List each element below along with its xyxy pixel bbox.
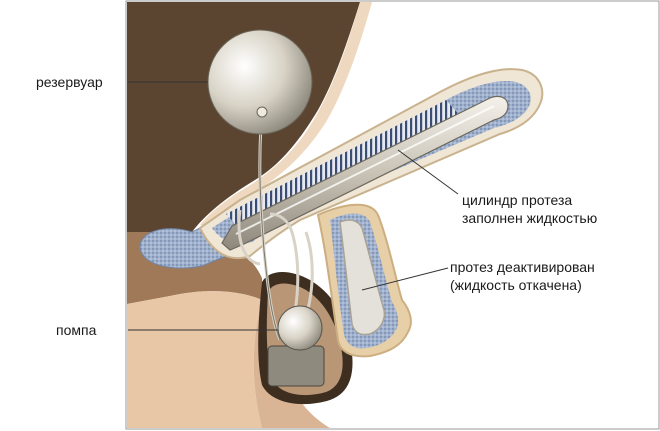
pump-housing bbox=[267, 345, 325, 387]
reservoir-valve bbox=[256, 106, 268, 118]
leader-cylinder bbox=[397, 149, 459, 195]
tube-loop bbox=[237, 209, 261, 266]
tube-reservoir-pump-outline bbox=[259, 111, 281, 341]
label-deactivated-line2: (жидкость откачена) bbox=[450, 277, 582, 293]
skin-edge bbox=[200, 2, 372, 225]
label-cylinder-line1: цилиндр протеза bbox=[462, 192, 572, 208]
label-cylinder-line2: заполнен жидкостью bbox=[462, 210, 597, 226]
thigh-region bbox=[127, 291, 262, 428]
pump-bulb bbox=[277, 305, 323, 351]
leader-deactivated bbox=[361, 267, 449, 291]
label-deactivated-line1: протез деактивирован bbox=[450, 259, 595, 275]
label-reservoir: резервуар bbox=[36, 74, 103, 90]
label-pump: помпа bbox=[56, 322, 97, 338]
deactivated-cylinder bbox=[339, 219, 386, 336]
reservoir-sphere bbox=[207, 29, 313, 135]
cylinder-highlight bbox=[235, 105, 495, 235]
